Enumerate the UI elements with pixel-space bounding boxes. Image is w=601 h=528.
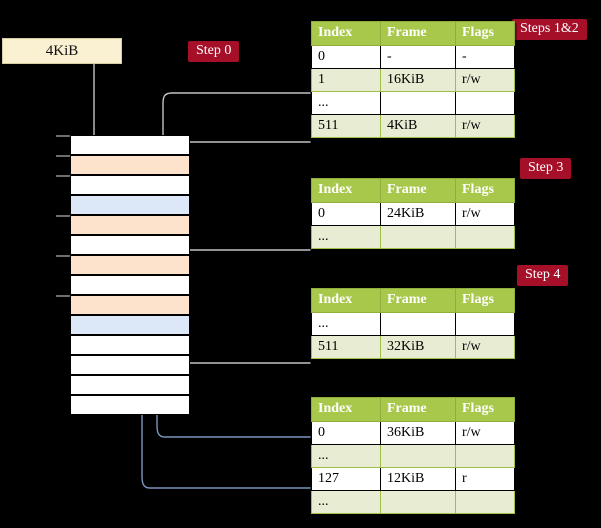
memory-row [70,175,190,195]
cell-flags: r/w [455,202,515,226]
table-header-row: Index Frame Flags [311,397,515,422]
column-header-frame: Frame [380,288,456,313]
column-header-flags: Flags [455,178,515,203]
column-header-index: Index [311,21,381,46]
page-table-steps-1-2: Index Frame Flags 0 - - 1 16KiB r/w ... [311,21,515,138]
cell-index: ... [311,225,381,249]
cell-frame [380,490,456,514]
cell-flags: r/w [455,335,515,359]
cell-frame: 16KiB [380,68,456,92]
cell-index: ... [311,444,381,468]
cell-index: 511 [311,335,381,359]
frame-box-4kib: 4KiB [2,38,122,64]
memory-tick [56,215,70,217]
cell-index: 0 [311,45,381,69]
column-header-index: Index [311,397,381,422]
memory-row [70,355,190,375]
cell-index: 1 [311,68,381,92]
table-header-row: Index Frame Flags [311,21,515,46]
memory-tick [56,255,70,257]
cell-index: 127 [311,467,381,491]
column-header-frame: Frame [380,178,456,203]
cell-flags: r/w [455,68,515,92]
cell-frame [380,312,456,336]
cell-frame: 24KiB [380,202,456,226]
memory-tick [56,135,70,137]
memory-row [70,255,190,275]
page-table-step-4-upper: Index Frame Flags ... 511 32KiB r/w [311,288,515,359]
memory-row [70,135,190,155]
cell-flags: r [455,467,515,491]
badge-step-3: Step 3 [520,158,572,179]
wire-table3-to-mem [174,249,311,285]
cell-index: 0 [311,202,381,226]
physical-memory-column [70,135,190,415]
column-header-index: Index [311,178,381,203]
table-row: ... [311,444,515,468]
wire-table4u-to-mem [167,309,311,364]
table-row: 127 12KiB r [311,467,515,491]
cell-frame [380,444,456,468]
table-row: 0 24KiB r/w [311,202,515,226]
table-row: 0 36KiB r/w [311,421,515,445]
memory-row [70,375,190,395]
table-row: ... [311,91,515,115]
column-header-flags: Flags [455,21,515,46]
column-header-frame: Frame [380,21,456,46]
cell-frame: 4KiB [380,114,456,138]
cell-flags [455,444,515,468]
table-row-highlighted: 511 4KiB r/w [311,114,515,138]
badge-step-4: Step 4 [517,265,569,286]
memory-row [70,215,190,235]
memory-tick [56,155,70,157]
cell-flags: - [455,45,515,69]
cell-flags [455,312,515,336]
cell-flags [455,225,515,249]
memory-row [70,295,190,315]
wire-mem-to-table12-511 [174,141,311,170]
badge-steps-1-2: Steps 1&2 [512,19,587,40]
memory-row [70,335,190,355]
memory-row [70,275,190,295]
cell-index: ... [311,490,381,514]
table-header-row: Index Frame Flags [311,178,515,203]
memory-row [70,235,190,255]
table-row: 1 16KiB r/w [311,68,515,92]
column-header-index: Index [311,288,381,313]
cell-index: ... [311,312,381,336]
column-header-flags: Flags [455,288,515,313]
cell-frame: 32KiB [380,335,456,359]
cell-index: 511 [311,114,381,138]
memory-row [70,195,190,215]
memory-tick [56,175,70,177]
cell-flags [455,91,515,115]
cell-frame [380,225,456,249]
memory-row [70,315,190,335]
table-row: ... [311,490,515,514]
column-header-frame: Frame [380,397,456,422]
cell-frame: 12KiB [380,467,456,491]
cell-flags [455,490,515,514]
page-table-step-4-lower: Index Frame Flags 0 36KiB r/w ... 127 12… [311,397,515,514]
cell-flags: r/w [455,114,515,138]
cell-index: 0 [311,421,381,445]
cell-frame: 36KiB [380,421,456,445]
table-row: ... [311,312,515,336]
cell-frame: - [380,45,456,69]
cell-index: ... [311,91,381,115]
table-row: ... [311,225,515,249]
cell-frame [380,91,456,115]
memory-tick [56,295,70,297]
memory-row [70,155,190,175]
page-table-step-3: Index Frame Flags 0 24KiB r/w ... [311,178,515,249]
cell-flags: r/w [455,421,515,445]
badge-step-0: Step 0 [188,41,240,62]
column-header-flags: Flags [455,397,515,422]
memory-row [70,395,190,415]
frame-box-label: 4KiB [45,43,79,59]
table-row: 511 32KiB r/w [311,335,515,359]
table-header-row: Index Frame Flags [311,288,515,313]
table-row: 0 - - [311,45,515,69]
